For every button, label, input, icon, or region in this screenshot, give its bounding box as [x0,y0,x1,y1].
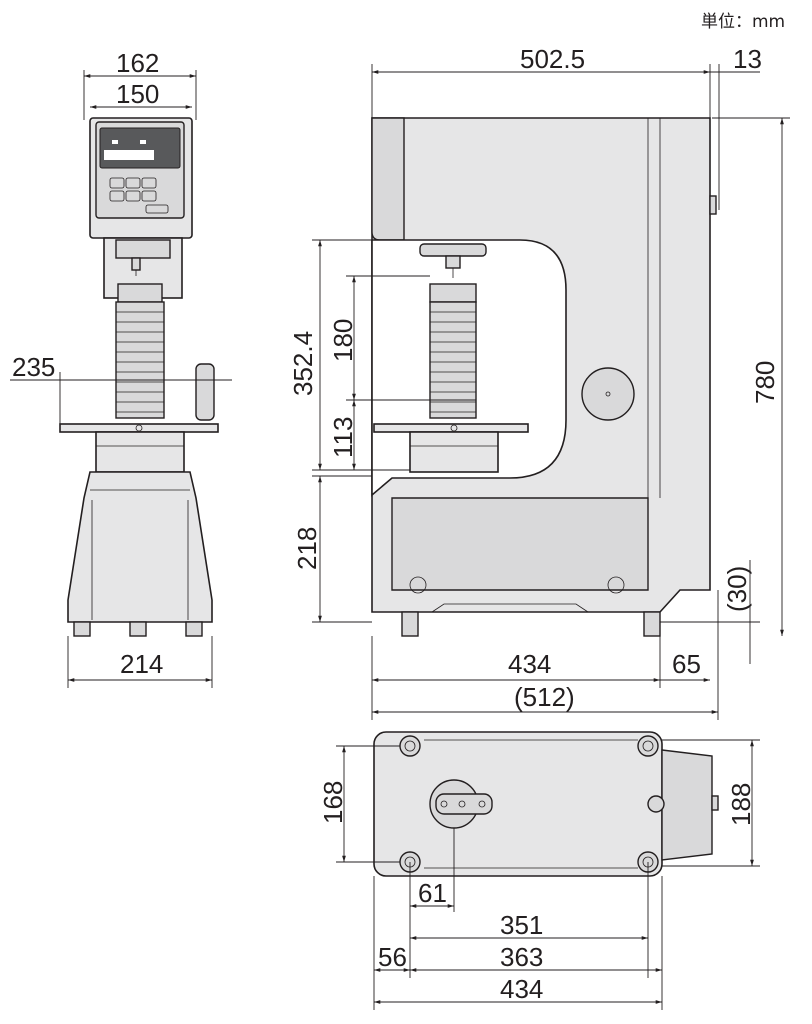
display-screen [99,127,181,169]
dim-168: 168 [318,781,348,824]
dim-218: 218 [292,527,322,570]
indenter-holder [419,243,487,257]
keypad [109,177,169,214]
dim-235: 235 [12,352,55,382]
dim-56: 56 [378,942,407,972]
dim-512: (512) [514,682,575,712]
unit-label: 単位：mm [701,12,785,32]
dim-351: 351 [500,910,543,940]
dim-214: 214 [120,649,163,679]
dim-434-side: 434 [508,649,551,679]
dim-65: 65 [672,649,701,679]
dim-188: 188 [726,783,756,826]
dim-61: 61 [418,878,447,908]
side-view [371,117,717,637]
dim-150: 150 [116,79,159,109]
dim-434-top: 434 [500,974,543,1004]
top-view [373,731,719,877]
top-view-head [661,749,713,861]
dim-113: 113 [328,417,358,458]
front-view [59,117,219,637]
dim-180: 180 [328,319,358,362]
dim-502-5: 502.5 [520,44,585,74]
dim-352-4: 352.4 [288,331,318,396]
dim-780: 780 [750,361,780,404]
handwheel-knob [195,363,215,421]
dim-162: 162 [116,48,159,78]
dim-13: 13 [733,44,762,74]
dim-30: (30) [722,566,752,612]
bellows-lines [116,311,164,413]
dim-363: 363 [500,942,543,972]
side-handwheel [581,367,635,421]
side-bellows-lines [430,311,476,413]
front-view-dimensions: 162 150 235 214 [10,48,232,688]
side-view-dimensions: 502.5 13 780 352.4 180 113 218 (30) 434 … [288,44,790,720]
top-view-dimensions: 168 188 61 351 56 363 434 [318,739,760,1010]
